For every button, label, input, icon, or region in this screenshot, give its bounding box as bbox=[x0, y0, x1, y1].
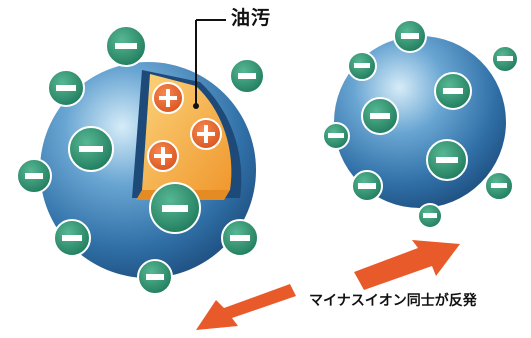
repulsion-caption: マイナスイオン同士が反発 bbox=[309, 293, 477, 309]
left-minus-ions bbox=[16, 25, 265, 295]
left-ion-cluster bbox=[16, 19, 265, 295]
minus-ion-icon bbox=[229, 58, 265, 94]
minus-ion-icon bbox=[47, 69, 85, 107]
right-minus-ions bbox=[322, 19, 519, 229]
arrow-up-right-icon bbox=[354, 240, 460, 290]
plus-charges bbox=[147, 82, 222, 172]
minus-ion-icon bbox=[322, 122, 350, 150]
minus-ion-icon bbox=[16, 158, 52, 194]
minus-ion-icon bbox=[53, 219, 91, 257]
minus-ion-icon bbox=[491, 45, 519, 73]
arrow-down-left-icon bbox=[196, 284, 296, 330]
minus-ion-icon bbox=[221, 219, 259, 257]
minus-ion-icon bbox=[434, 72, 472, 110]
minus-ion-icon bbox=[149, 182, 201, 234]
minus-ion-icon bbox=[417, 203, 443, 229]
oil-label: 油汚 bbox=[231, 7, 272, 29]
minus-ion-icon bbox=[426, 139, 468, 181]
oil-leader-dot bbox=[193, 103, 199, 109]
minus-ion-icon bbox=[347, 51, 377, 81]
minus-ion-icon bbox=[361, 97, 399, 135]
minus-ion-icon bbox=[68, 126, 114, 172]
minus-ion-icon bbox=[393, 19, 427, 53]
minus-ion-icon bbox=[484, 171, 514, 201]
repulsion-arrows bbox=[196, 240, 460, 330]
minus-ion-icon bbox=[137, 259, 173, 295]
minus-ion-icon bbox=[105, 25, 147, 67]
minus-ion-icon bbox=[351, 170, 383, 202]
right-ion-cluster bbox=[322, 19, 519, 229]
